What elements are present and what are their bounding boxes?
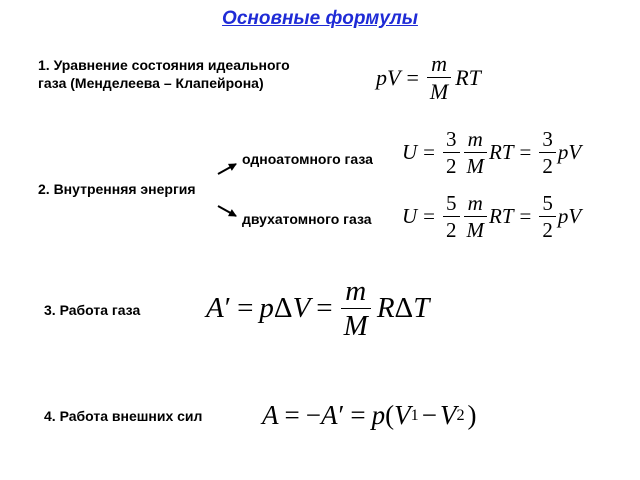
fraction-bar bbox=[463, 152, 488, 154]
term-r: R bbox=[376, 292, 395, 325]
term-rt: RT bbox=[489, 204, 514, 229]
gas-work-label: 3. Работа газа bbox=[44, 302, 141, 318]
fraction-m-over-M: m M bbox=[463, 127, 488, 179]
term-pv: pV bbox=[557, 204, 582, 229]
fraction-bar bbox=[340, 308, 371, 310]
term-rt: RT bbox=[455, 64, 481, 90]
term-rt: RT bbox=[489, 140, 514, 165]
equals-sign: = bbox=[423, 204, 436, 229]
numerator: 5 bbox=[542, 191, 553, 215]
delta-symbol: Δ bbox=[273, 292, 293, 325]
numerator: m bbox=[431, 51, 447, 76]
fraction-5-over-2: 5 2 bbox=[539, 192, 556, 241]
diatomic-energy-formula: U = 5 2 m M RT = 5 2 pV bbox=[402, 192, 581, 241]
equals-sign: = bbox=[284, 400, 300, 430]
term-pv: pV bbox=[557, 140, 582, 165]
internal-energy-label: 2. Внутренняя энергия bbox=[38, 181, 196, 197]
term-pv: pV bbox=[376, 64, 401, 90]
term-u: U bbox=[402, 204, 418, 229]
equals-sign: = bbox=[316, 292, 333, 325]
ideal-gas-equation-label: 1. Уравнение состояния идеального газа (… bbox=[38, 56, 290, 92]
right-paren: ) bbox=[467, 400, 477, 430]
minus-sign: − bbox=[305, 400, 321, 430]
term-u: U bbox=[402, 140, 418, 165]
term-v: V bbox=[439, 400, 457, 430]
term-a: A bbox=[320, 400, 338, 430]
numerator: 5 bbox=[446, 191, 457, 215]
delta-symbol: Δ bbox=[394, 292, 414, 325]
minus-sign: − bbox=[421, 400, 437, 430]
denominator: 2 bbox=[542, 218, 553, 243]
prime-mark: ′ bbox=[338, 400, 345, 430]
external-work-label: 4. Работа внешних сил bbox=[44, 408, 203, 424]
label-line-1: 1. Уравнение состояния идеального bbox=[38, 57, 290, 73]
page-title: Основные формулы bbox=[222, 8, 418, 29]
term-a: A bbox=[262, 400, 279, 430]
fraction-bar bbox=[539, 152, 556, 154]
fraction-5-over-2: 5 2 bbox=[443, 192, 460, 241]
arrow-up-icon bbox=[217, 163, 237, 175]
arrow-down-icon bbox=[217, 205, 237, 217]
equals-sign: = bbox=[350, 400, 366, 430]
fraction-bar bbox=[426, 77, 452, 79]
ideal-gas-formula: pV = m M RT bbox=[376, 52, 481, 103]
denominator: M bbox=[466, 218, 485, 243]
fraction-m-over-M: m M bbox=[463, 191, 488, 243]
equals-sign: = bbox=[519, 204, 532, 229]
subscript-1: 1 bbox=[410, 406, 419, 424]
numerator: 3 bbox=[446, 127, 457, 151]
term-v: V bbox=[394, 400, 411, 430]
numerator: m bbox=[467, 127, 483, 151]
fraction-bar bbox=[463, 216, 488, 218]
fraction-bar bbox=[539, 216, 556, 218]
fraction-bar bbox=[443, 216, 460, 218]
subscript-2: 2 bbox=[456, 406, 465, 424]
numerator: m bbox=[467, 191, 483, 215]
term-v: V bbox=[292, 292, 311, 325]
denominator: M bbox=[429, 79, 449, 105]
numerator: 3 bbox=[542, 127, 553, 151]
numerator: m bbox=[345, 275, 367, 307]
prime-mark: ′ bbox=[224, 292, 232, 325]
denominator: M bbox=[466, 154, 485, 179]
denominator: M bbox=[343, 310, 368, 343]
term-t: T bbox=[413, 292, 430, 325]
term-p: p bbox=[371, 400, 386, 430]
monatomic-gas-label: одноатомного газа bbox=[242, 151, 373, 167]
equals-sign: = bbox=[519, 140, 532, 165]
fraction-3-over-2: 3 2 bbox=[443, 128, 460, 177]
label-line-2: газа (Менделеева – Клапейрона) bbox=[38, 75, 264, 91]
fraction-m-over-M: m M bbox=[340, 275, 371, 343]
denominator: 2 bbox=[446, 154, 457, 179]
monatomic-energy-formula: U = 3 2 m M RT = 3 2 pV bbox=[402, 128, 581, 177]
term-p: p bbox=[259, 292, 274, 325]
equals-sign: = bbox=[406, 64, 419, 90]
left-paren: ( bbox=[385, 400, 395, 430]
equals-sign: = bbox=[237, 292, 254, 325]
denominator: 2 bbox=[446, 218, 457, 243]
term-a: A bbox=[206, 292, 224, 325]
fraction-m-over-M: m M bbox=[426, 51, 452, 105]
diatomic-gas-label: двухатомного газа bbox=[242, 211, 372, 227]
fraction-bar bbox=[443, 152, 460, 154]
fraction-3-over-2: 3 2 bbox=[539, 128, 556, 177]
denominator: 2 bbox=[542, 154, 553, 179]
equals-sign: = bbox=[423, 140, 436, 165]
